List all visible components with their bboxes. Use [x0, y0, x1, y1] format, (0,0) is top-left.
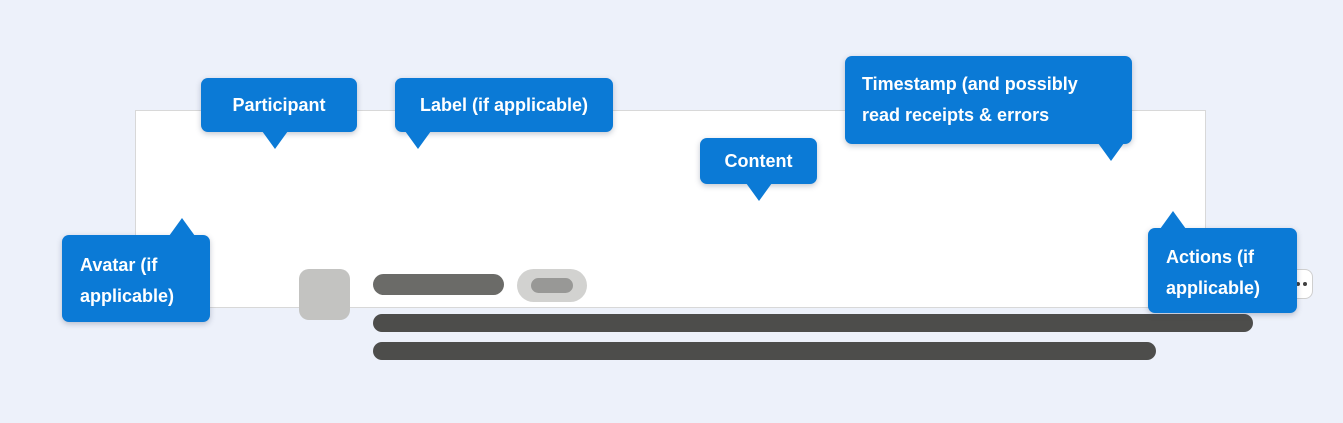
- callout-timestamp: Timestamp (and possibly read receipts & …: [845, 56, 1132, 161]
- callout-label-label: Label (if applicable): [419, 94, 589, 115]
- callout-pointer-down-icon: [262, 131, 288, 149]
- callout-label: Label (if applicable): [395, 78, 613, 149]
- callout-participant-label: Participant: [232, 94, 326, 115]
- callout-pointer-down-icon: [745, 183, 772, 201]
- callout-actions: Actions (if applicable): [1148, 211, 1297, 313]
- callout-pointer-down-icon: [1098, 143, 1124, 161]
- callout-actions-label: Actions (if applicable): [1166, 247, 1261, 298]
- content-line-placeholder-1: [373, 314, 1253, 332]
- callout-content-label: Content: [724, 150, 793, 171]
- callout-avatar: Avatar (if applicable): [62, 218, 210, 322]
- callout-avatar-label: Avatar (if applicable): [80, 255, 175, 306]
- label-inner-placeholder: [531, 278, 573, 293]
- callout-pointer-up-icon: [169, 218, 195, 236]
- label-placeholder: [517, 269, 587, 302]
- callout-content: Content: [700, 138, 817, 201]
- participant-placeholder: [373, 274, 504, 295]
- callout-pointer-up-icon: [1160, 211, 1186, 229]
- avatar-placeholder: [299, 269, 350, 320]
- callout-participant: Participant: [201, 78, 357, 149]
- callout-timestamp-label: Timestamp (and possibly read receipts & …: [862, 74, 1078, 125]
- callout-pointer-down-icon: [405, 131, 431, 149]
- content-line-placeholder-2: [373, 342, 1156, 360]
